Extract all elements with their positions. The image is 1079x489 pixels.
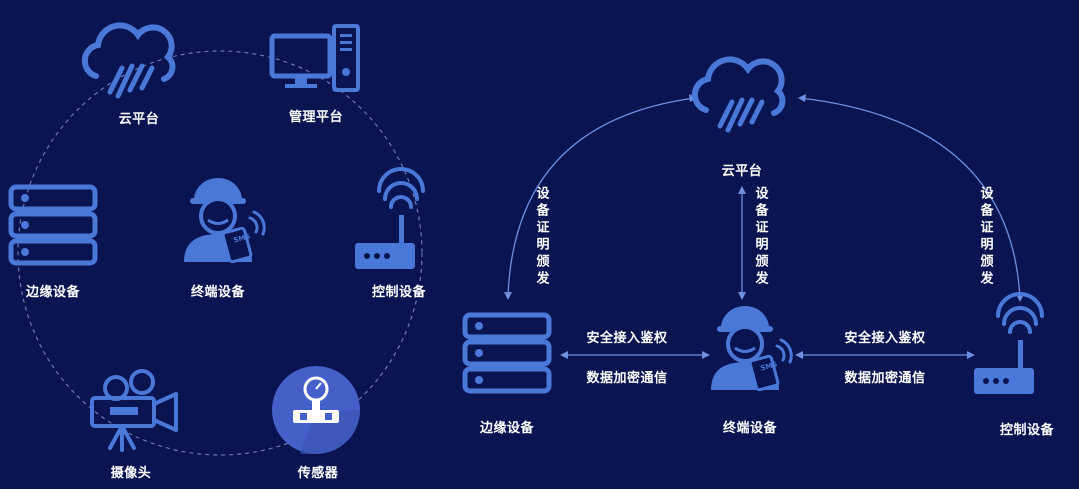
node-label-camera: 摄像头 — [110, 466, 152, 481]
worker-phone-icon — [182, 176, 267, 265]
server-rack-icon — [465, 315, 549, 391]
edge-label-edge-term-top: 安全接入鉴权 — [586, 331, 668, 346]
node-label-control-right: 控制设备 — [999, 423, 1055, 438]
node-label-terminal: 终端设备 — [190, 285, 246, 300]
node-label-mgmt: 管理平台 — [288, 110, 344, 125]
edge-label-cert-left: 设备证明颁发 — [533, 186, 549, 288]
edge-label-term-ctrl-top: 安全接入鉴权 — [844, 331, 926, 346]
node-label-cloud: 云平台 — [118, 112, 160, 127]
cloud-rain-icon — [695, 59, 783, 130]
edge-label-edge-term-bottom: 数据加密通信 — [586, 371, 668, 386]
node-label-cloud-right: 云平台 — [721, 164, 763, 179]
node-label-edge-right: 边缘设备 — [479, 421, 535, 436]
dashed-ring — [17, 50, 423, 456]
connector-lines — [507, 97, 1021, 356]
worker-phone-icon — [709, 304, 794, 393]
node-label-edge: 边缘设备 — [25, 285, 81, 300]
edge-label-cert-right: 设备证明颁发 — [977, 186, 993, 288]
node-label-control: 控制设备 — [371, 285, 427, 300]
desktop-computer-icon — [269, 24, 360, 92]
node-label-sensor: 传感器 — [297, 466, 339, 481]
edge-label-term-ctrl-bottom: 数据加密通信 — [844, 371, 926, 386]
wifi-router-icon — [972, 292, 1044, 396]
video-camera-icon — [90, 369, 178, 452]
server-rack-icon — [11, 187, 95, 263]
node-label-terminal-right: 终端设备 — [722, 421, 778, 436]
edge-label-cert-center: 设备证明颁发 — [752, 186, 768, 288]
pressure-gauge-icon — [272, 366, 360, 454]
wifi-router-icon — [353, 167, 425, 271]
